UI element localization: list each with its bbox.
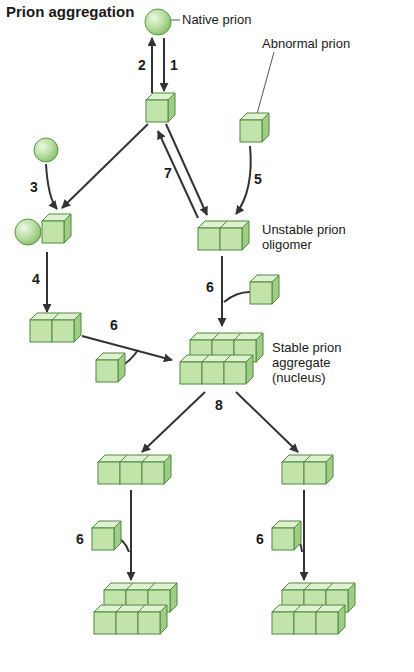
callout-number: 7 bbox=[164, 166, 172, 181]
callout-number: 2 bbox=[138, 58, 146, 73]
part-label: Stable prion aggregate (nucleus) bbox=[272, 340, 382, 385]
callout-number: 6 bbox=[110, 318, 118, 333]
callout-number: 6 bbox=[76, 532, 84, 547]
abnormal-prion-cube bbox=[142, 455, 171, 484]
abnormal-prion-cube bbox=[220, 221, 249, 250]
reaction-arrow bbox=[46, 164, 57, 209]
native-prion-sphere bbox=[145, 9, 171, 35]
diagram-title: Prion aggregation bbox=[6, 4, 134, 19]
callout-number: 6 bbox=[206, 280, 214, 295]
part-label: Abnormal prion bbox=[262, 36, 350, 51]
reaction-arrow bbox=[236, 392, 298, 452]
abnormal-prion-cube bbox=[250, 275, 279, 304]
abnormal-prion-cube bbox=[304, 455, 333, 484]
reaction-arrow bbox=[151, 38, 153, 93]
abnormal-prion-cube bbox=[240, 113, 269, 142]
reaction-arrow bbox=[221, 256, 223, 326]
abnormal-prion-cube bbox=[42, 214, 71, 243]
leader-line bbox=[171, 20, 180, 21]
reaction-arrow bbox=[142, 392, 205, 452]
reaction-arrow bbox=[236, 146, 251, 214]
abnormal-prion-cube bbox=[146, 93, 175, 122]
reaction-arrow bbox=[46, 252, 48, 312]
callout-number: 4 bbox=[32, 272, 40, 287]
part-label: Unstable prion oligomer bbox=[262, 222, 372, 252]
reaction-arrow bbox=[303, 490, 305, 580]
abnormal-prion-cube bbox=[224, 355, 253, 384]
native-prion-sphere bbox=[34, 138, 58, 162]
callout-number: 8 bbox=[215, 398, 223, 413]
reaction-arrow bbox=[158, 131, 198, 218]
abnormal-prion-cube bbox=[138, 605, 167, 634]
callout-number: 5 bbox=[254, 172, 262, 187]
abnormal-prion-cube bbox=[92, 521, 121, 550]
leader-line bbox=[257, 52, 274, 114]
abnormal-prion-cube bbox=[272, 521, 301, 550]
callout-number: 1 bbox=[170, 58, 178, 73]
callout-number: 6 bbox=[256, 532, 264, 547]
callout-number: 3 bbox=[30, 180, 38, 195]
reaction-arrow bbox=[163, 38, 165, 91]
native-prion-sphere bbox=[15, 219, 41, 245]
arrows bbox=[46, 20, 304, 580]
reaction-arrow bbox=[224, 292, 250, 302]
reaction-arrow bbox=[82, 336, 172, 360]
abnormal-prion-cube bbox=[96, 353, 125, 382]
reaction-arrow bbox=[166, 124, 207, 215]
prion-shapes bbox=[15, 9, 355, 634]
reaction-arrow bbox=[62, 124, 148, 208]
abnormal-prion-cube bbox=[316, 605, 345, 634]
reaction-arrow bbox=[130, 490, 132, 580]
part-label: Native prion bbox=[182, 12, 251, 27]
abnormal-prion-cube bbox=[52, 313, 81, 342]
